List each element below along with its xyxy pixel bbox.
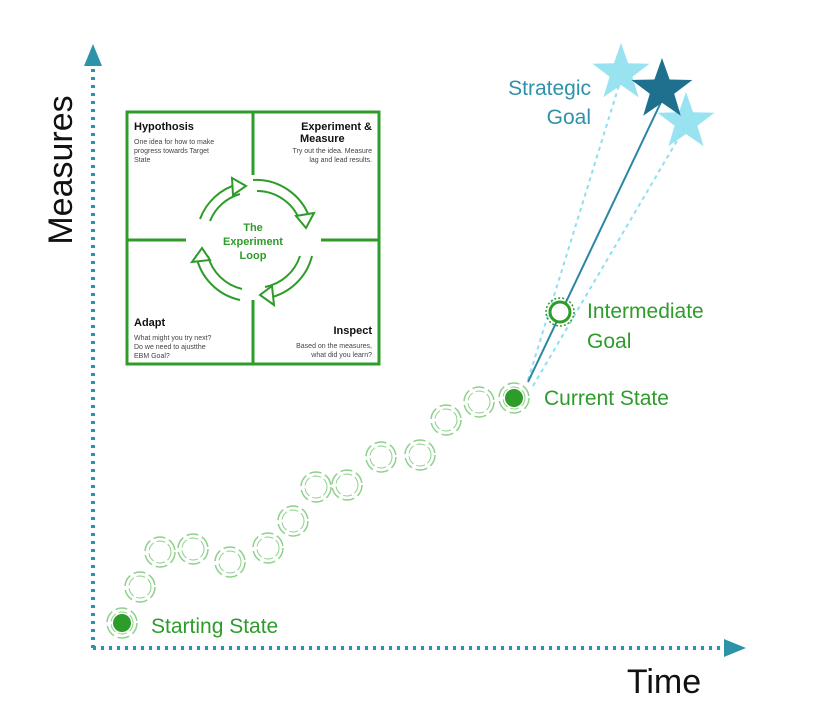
x-axis-label: Time [627,663,701,701]
experiment-loop-circle-inner [408,443,432,467]
y-axis-label: Measures [42,95,80,244]
experiment-loop-circle-inner [181,537,205,561]
loop-center-line1: The [243,222,263,234]
current-state-label: Current State [544,387,669,410]
axes: Measures Time [42,44,746,701]
state-labels: Starting State Current State Intermediat… [151,77,704,638]
starting-state-label: Starting State [151,615,278,638]
state-markers [113,297,575,632]
intermediate-goal-label-line2: Goal [587,330,631,353]
experiment-loop-circle-inner [218,550,242,574]
star-light-right-icon [657,92,715,147]
experiment-loop-circle-inner [467,390,491,414]
experiment-loop-circle [300,471,332,503]
experiment-loop-circle [404,439,436,471]
experiment-loop-circle [430,404,462,436]
experiment-loop-circle-inner [110,611,134,635]
experiment-loop-circle-inner [281,509,305,533]
star-dark-icon [631,58,693,116]
strategic-goal-label-line2: Goal [547,106,591,129]
adapt-body-line1: What might you try next? [134,335,212,342]
experiment-loop-circle-inner [256,536,280,560]
loop-center-line2: Experiment [223,236,283,248]
experiment-trajectory [106,382,530,639]
experiment-loop-circle [365,441,397,473]
hypothesis-title: Hypothosis [134,121,194,133]
experiment-title-line2: Measure [300,133,345,145]
star-light-left-icon [592,43,650,98]
projection-line-main [527,97,664,383]
experiment-body-line2: lag and lead results. [309,157,372,164]
hypothesis-body-line2: progress towards Target [134,148,209,155]
strategic-projection-lines [527,81,689,387]
starting-state-marker [113,614,131,632]
intermediate-goal-label-line1: Intermediate [587,300,704,323]
experiment-loop-circle-inner [148,540,172,564]
intermediate-goal-marker [548,300,572,324]
projection-line-upper [527,81,621,381]
current-state-marker [505,389,523,407]
loop-center-line3: Loop [240,250,267,262]
experiment-loop-circle [106,607,138,639]
strategic-goal-stars [592,43,715,147]
experiment-loop-circle-inner [434,408,458,432]
experiment-loop-circle-inner [369,445,393,469]
intermediate-goal-marker-ring [545,297,575,327]
experiment-loop-circle [277,505,309,537]
experiment-loop-circle-inner [335,473,359,497]
experiment-title-line1: Experiment & [301,121,372,133]
projection-line-lower [532,121,689,387]
experiment-body-line1: Try out the idea. Measure [292,148,372,155]
experiment-loop-circle-inner [304,475,328,499]
adapt-body-line2: Do we need to ajustthe [134,344,206,351]
experiment-loop-circle [177,533,209,565]
cycle-arrows-icon [189,176,316,308]
x-axis-arrow [724,639,746,657]
inspect-body-line2: what did you learn? [310,352,372,359]
strategic-goal-label-line1: Strategic [508,77,591,100]
y-axis-arrow [84,44,102,66]
experiment-loop-circle-inner [128,575,152,599]
inspect-body-line1: Based on the measures, [296,343,372,350]
adapt-body-line3: EBM Goal? [134,353,170,360]
experiment-loop-circle [124,571,156,603]
experiment-loop-circle [498,382,530,414]
adapt-title: Adapt [134,317,166,329]
hypothesis-body-line3: State [134,157,150,164]
hypothesis-body-line1: One idea for how to make [134,139,214,146]
inspect-title: Inspect [333,325,372,337]
experiment-loop-panel: The Experiment Loop Hypothosis One idea … [125,110,381,366]
experiment-loop-circle-inner [502,386,526,410]
experiment-loop-circle [331,469,363,501]
experiment-loop-circle [144,536,176,568]
experiment-loop-circle [214,546,246,578]
experiment-loop-circle [252,532,284,564]
experiment-loop-circle [463,386,495,418]
